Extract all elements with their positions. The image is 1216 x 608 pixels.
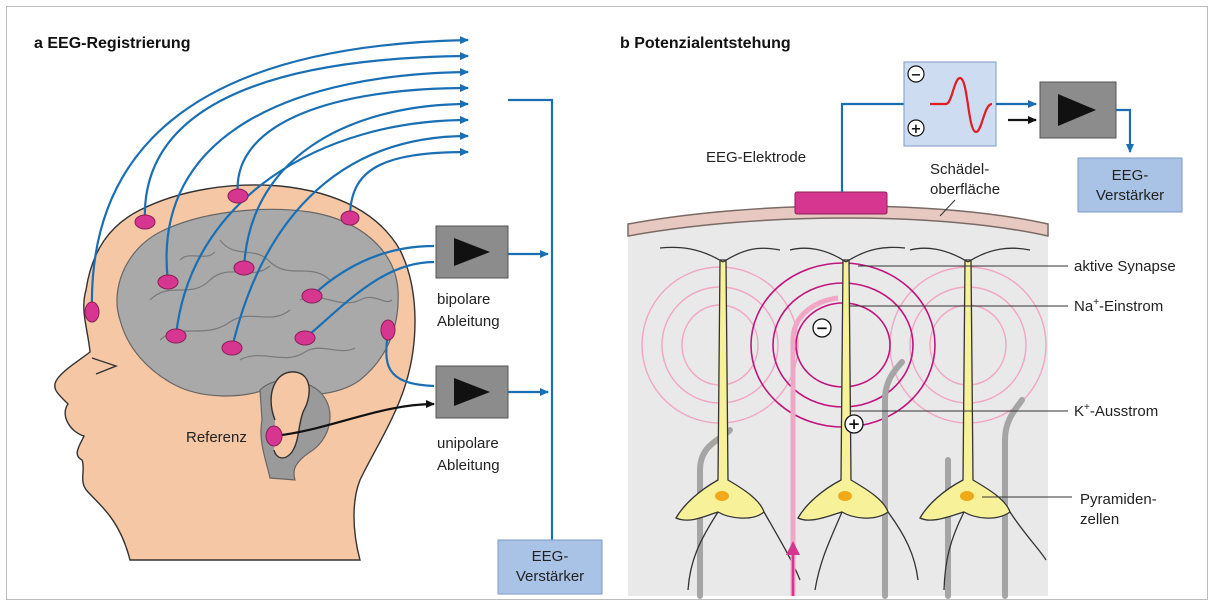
eeg-amplifier-a-line1: EEG-	[532, 548, 569, 565]
bipolar-label-1: bipolare	[437, 291, 490, 308]
pyramid-label-1: Pyramiden-	[1080, 491, 1157, 508]
amp-to-eeg-wire	[1116, 110, 1130, 152]
k-label: K+-Ausstrom	[1074, 402, 1158, 420]
referenz-label: Referenz	[186, 429, 247, 446]
skull-label-2: oberfläche	[930, 181, 1000, 198]
electrode	[135, 215, 155, 229]
electrode	[341, 211, 359, 225]
eeg-amplifier-box-b: EEG- Verstärker	[1078, 158, 1182, 212]
pyramid-label-2: zellen	[1080, 511, 1119, 528]
minus-symbol: −	[816, 319, 829, 337]
plus-symbol: +	[848, 415, 861, 433]
panel-a-title: a EEG-Registrierung	[34, 35, 190, 52]
electrode	[85, 302, 99, 322]
bipolar-label-2: Ableitung	[437, 313, 500, 330]
minus-indicator: −	[813, 319, 831, 337]
skull-label-1: Schädel-	[930, 161, 989, 178]
electrode	[381, 320, 395, 340]
electrode	[234, 261, 254, 275]
electrode-reference	[266, 426, 282, 446]
waveform-minus-symbol: −	[911, 68, 922, 83]
eeg-amplifier-box-a: EEG- Verstärker	[498, 540, 602, 594]
panel-b-title: b Potenzialentstehung	[620, 35, 791, 52]
electrode	[302, 289, 322, 303]
electrode	[295, 331, 315, 345]
brain	[117, 209, 398, 396]
waveform-box: − +	[904, 62, 996, 146]
unipolar-label-2: Ableitung	[437, 457, 500, 474]
electrode-label: EEG-Elektrode	[706, 149, 806, 166]
electrode-wire-b	[842, 104, 904, 192]
active-synapse-label: aktive Synapse	[1074, 258, 1176, 275]
electrode	[158, 275, 178, 289]
na-label: Na+-Einstrom	[1074, 297, 1163, 315]
unipolar-amplifier	[436, 366, 508, 418]
amplifier-b	[1040, 82, 1116, 138]
electrode	[166, 329, 186, 343]
electrode	[228, 189, 248, 203]
plus-indicator: +	[845, 415, 863, 433]
eeg-amplifier-a-line2: Verstärker	[516, 568, 584, 585]
unipolar-label-1: unipolare	[437, 435, 499, 452]
waveform-plus-symbol: +	[911, 122, 922, 137]
eeg-amplifier-b-line1: EEG-	[1112, 167, 1149, 184]
eeg-electrode	[795, 192, 887, 214]
electrode	[222, 341, 242, 355]
eeg-amplifier-b-line2: Verstärker	[1096, 187, 1164, 204]
bipolar-amplifier	[436, 226, 508, 278]
